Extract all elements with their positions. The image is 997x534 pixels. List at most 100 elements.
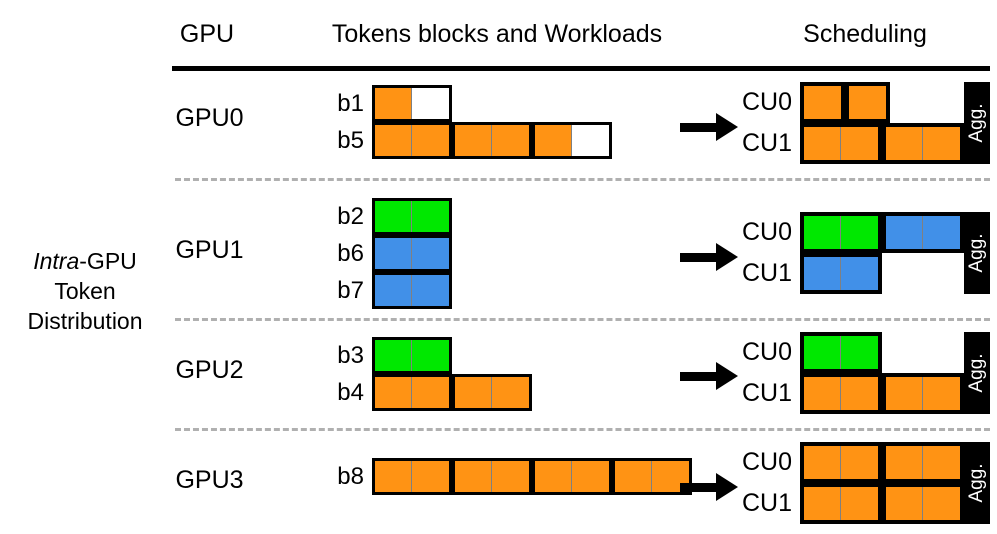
token-cell: [412, 340, 449, 371]
token-cell: [923, 446, 961, 479]
arrow-head: [716, 243, 738, 271]
aggregation-bar: Agg.: [964, 212, 991, 294]
token-block-row: b3: [328, 337, 532, 374]
aggregation-label: Agg.: [966, 353, 988, 393]
block-group: [882, 483, 965, 524]
token-cell: [375, 125, 412, 156]
token-block-label: b2: [337, 202, 364, 230]
block-group: [372, 198, 452, 235]
block-group: [372, 337, 452, 374]
arrow-head: [716, 362, 738, 390]
cu-label: CU0: [742, 88, 793, 116]
token-group-strip: [372, 337, 452, 374]
block-group: [800, 123, 883, 164]
token-cell: [572, 125, 609, 156]
aggregation-bar: Agg.: [964, 442, 991, 524]
token-cell: [455, 377, 492, 408]
block-group: [882, 212, 965, 253]
block-group: [800, 253, 883, 294]
block-group: [532, 122, 612, 159]
token-cell: [841, 257, 879, 290]
token-block-label: b6: [337, 239, 364, 267]
flow-arrow-icon: [680, 473, 740, 501]
flow-arrow-icon: [680, 362, 740, 390]
block-group: [800, 82, 846, 123]
flow-arrow-icon: [680, 113, 740, 141]
token-cell: [886, 216, 924, 249]
row-separator: [175, 428, 990, 431]
block-group: [372, 85, 452, 122]
block-group: [452, 458, 532, 495]
token-blocks: b8: [328, 458, 692, 495]
side-caption-line-1: Intra-GPU: [0, 246, 170, 276]
token-cell: [841, 377, 879, 410]
token-cell: [615, 461, 652, 492]
token-cell: [886, 377, 924, 410]
block-group: [452, 374, 532, 411]
block-group: [882, 442, 965, 483]
block-group: [800, 483, 883, 524]
cu-row: [800, 212, 965, 253]
token-cell: [375, 275, 412, 306]
block-group: [452, 122, 532, 159]
token-block-label: b1: [337, 89, 364, 117]
token-block-row: b7: [328, 272, 452, 309]
aggregation-bar: Agg.: [964, 82, 991, 164]
token-block-label: b7: [337, 276, 364, 304]
token-cell: [492, 125, 529, 156]
token-cell: [535, 125, 572, 156]
arrow-head: [716, 473, 738, 501]
gpu-label: GPU2: [175, 356, 244, 384]
token-cell: [923, 377, 961, 410]
gpu-label: GPU3: [175, 466, 244, 494]
column-header-tokens: Tokens blocks and Workloads: [331, 20, 663, 48]
cu-grid: [800, 332, 965, 414]
token-cell: [375, 461, 412, 492]
cu-label: CU0: [742, 448, 793, 476]
block-group: [800, 332, 883, 373]
aggregation-label: Agg.: [966, 463, 988, 503]
token-block-row: b5: [328, 122, 612, 159]
token-cell: [412, 125, 449, 156]
token-block-row: b1: [328, 85, 612, 122]
cu-row: [800, 82, 964, 123]
cu-label: CU0: [742, 218, 793, 246]
token-cell: [375, 88, 412, 119]
token-cell: [804, 86, 842, 119]
header-rule: [172, 66, 990, 71]
token-cell: [492, 461, 529, 492]
token-block-label: b8: [337, 462, 364, 490]
block-group: [800, 442, 883, 483]
token-cell: [841, 127, 879, 160]
token-cell: [923, 487, 961, 520]
side-caption-gpu: -GPU: [79, 248, 137, 274]
token-cell: [375, 340, 412, 371]
token-group-strip: [372, 374, 532, 411]
cu-row: [800, 483, 965, 524]
token-block-label: b4: [337, 378, 364, 406]
arrow-head: [716, 113, 738, 141]
cu-label: CU0: [742, 338, 793, 366]
token-cell: [412, 377, 449, 408]
aggregation-label: Agg.: [966, 103, 988, 143]
token-block-row: b4: [328, 374, 532, 411]
token-cell: [923, 127, 961, 160]
token-cell: [804, 336, 842, 369]
side-caption: Intra-GPU Token Distribution: [0, 246, 170, 336]
block-group: [372, 272, 452, 309]
gpu-label: GPU0: [175, 104, 244, 132]
token-cell: [492, 377, 529, 408]
token-cell: [804, 257, 842, 290]
token-block-row: b8: [328, 458, 692, 495]
block-group: [882, 123, 965, 164]
token-cell: [535, 461, 572, 492]
token-cell: [804, 377, 842, 410]
cu-grid: [800, 82, 965, 164]
